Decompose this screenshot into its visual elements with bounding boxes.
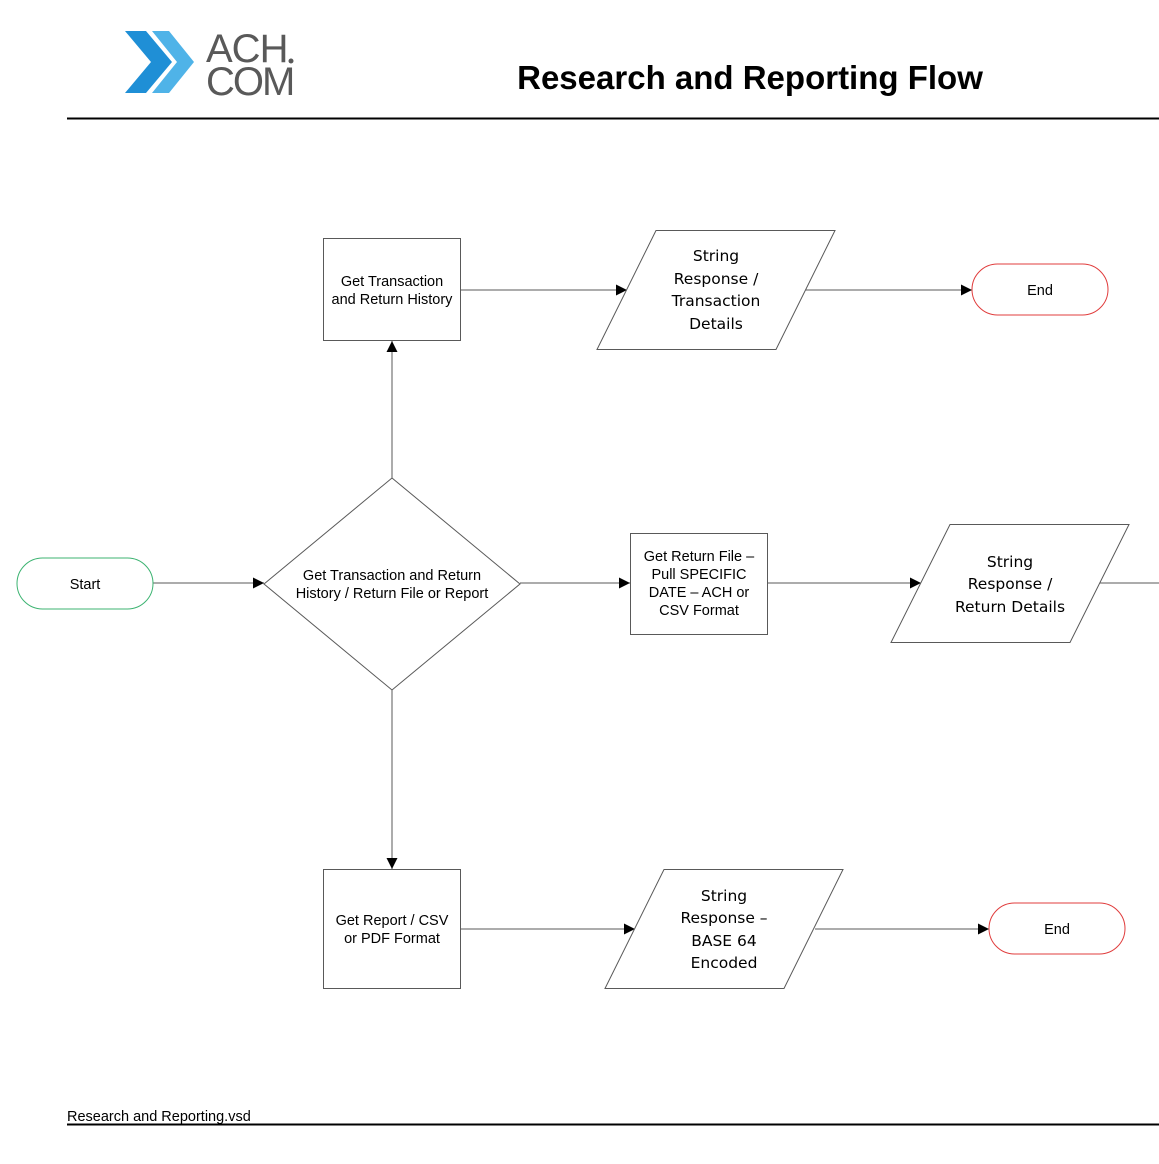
return-response-line1: String [987, 553, 1033, 571]
footer-filename: Research and Reporting.vsd [67, 1109, 251, 1125]
decision-label-line2: History / Return File or Report [296, 586, 489, 602]
report-response-line4: Encoded [691, 954, 758, 972]
transaction-response-parallelogram [596, 230, 836, 350]
return-file-label-line3: DATE – ACH or [649, 585, 750, 601]
page-title: Research and Reporting Flow [517, 59, 983, 96]
return-response-line3: Return Details [955, 598, 1065, 616]
node-report: Get Report / CSV or PDF Format [323, 869, 461, 989]
end-bottom-label: End [1044, 922, 1070, 938]
logo-chevron-dark [125, 31, 172, 93]
logo-chevron-light [152, 31, 194, 93]
return-file-label-line4: CSV Format [659, 603, 739, 619]
report-response-line2: Response – [680, 909, 767, 927]
report-process-box [323, 869, 461, 989]
end-bottom-terminator-shape [988, 902, 1126, 955]
transaction-response-line1: String [693, 247, 739, 265]
return-file-label-line1: Get Return File – [644, 549, 755, 565]
connectors [153, 284, 1159, 935]
node-start: Start [16, 557, 154, 610]
report-label-line1: Get Report / CSV [336, 913, 449, 929]
end-top-label: End [1027, 283, 1053, 299]
report-response-parallelogram [604, 869, 844, 989]
transaction-response-line4: Details [689, 315, 743, 333]
decision-label-line1: Get Transaction and Return [303, 568, 481, 584]
node-transaction-response: String Response / Transaction Details [596, 230, 836, 350]
node-report-response: String Response – BASE 64 Encoded [604, 869, 844, 989]
decision-diamond-shape [263, 477, 521, 691]
end-top-terminator-shape [971, 263, 1109, 316]
start-label: Start [70, 577, 101, 593]
report-label-line2: or PDF Format [344, 931, 440, 947]
logo-dot [288, 58, 294, 64]
history-label-line1: Get Transaction [341, 274, 443, 290]
achcom-logo: ACH COM [125, 27, 295, 104]
return-response-line2: Response / [968, 575, 1053, 593]
logo-text-ach: ACH [206, 27, 287, 71]
report-response-line3: BASE 64 [691, 932, 757, 950]
node-return-file: Get Return File – Pull SPECIFIC DATE – A… [630, 533, 768, 635]
transaction-response-line2: Response / [674, 270, 759, 288]
return-file-process-box [630, 533, 768, 635]
start-terminator-shape [16, 557, 154, 610]
history-label-line2: and Return History [332, 292, 454, 308]
report-response-line1: String [701, 887, 747, 905]
node-end-bottom: End [988, 902, 1126, 955]
return-response-parallelogram [890, 524, 1130, 643]
node-return-response: String Response / Return Details [890, 524, 1130, 643]
node-end-top: End [971, 263, 1109, 316]
return-file-label-line2: Pull SPECIFIC [651, 567, 746, 583]
node-decision: Get Transaction and Return History / Ret… [263, 477, 521, 691]
node-transaction-history: Get Transaction and Return History [323, 238, 461, 341]
history-process-box [323, 238, 461, 341]
transaction-response-line3: Transaction [671, 292, 761, 310]
logo-text-com: COM [206, 60, 293, 104]
